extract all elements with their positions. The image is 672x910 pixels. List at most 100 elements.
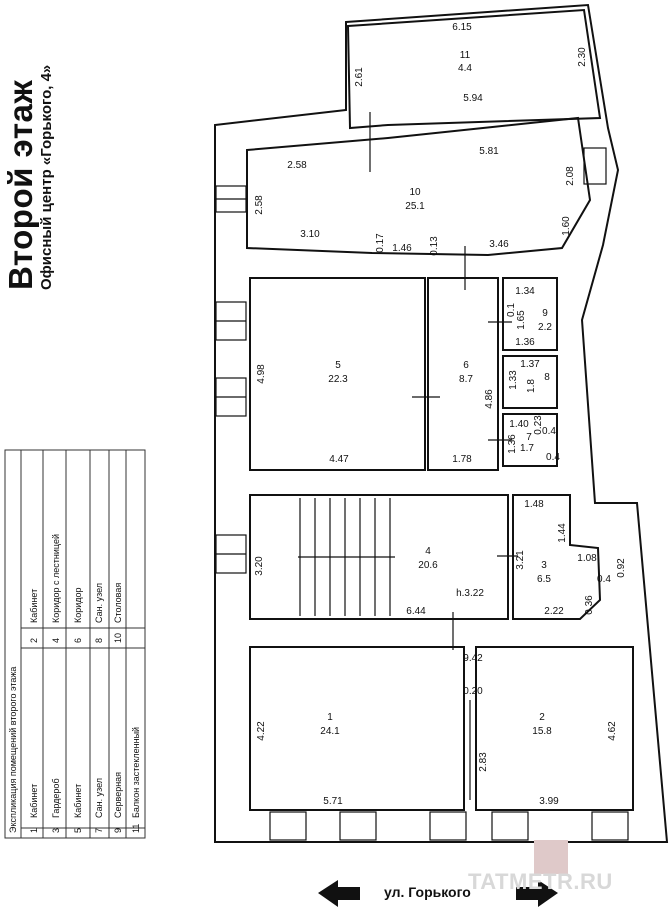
room-2-num: 2 <box>539 712 545 723</box>
room-10-outline <box>246 116 592 257</box>
ceiling-height: h.3.22 <box>456 588 484 599</box>
legend-cell: Столовая <box>113 583 123 623</box>
dim: 0.23 <box>533 415 544 435</box>
dim: 4.62 <box>607 721 618 741</box>
dim: 3.21 <box>515 550 526 570</box>
room-5-area: 22.3 <box>328 374 348 385</box>
room-6-outline <box>427 277 499 471</box>
room-2-outline <box>475 646 634 811</box>
room-4-num: 4 <box>425 546 431 557</box>
legend-cell: Сан. узел <box>94 778 104 818</box>
dim: 1.37 <box>520 359 540 370</box>
room-9-outline <box>502 277 558 351</box>
legend-cell: 7 <box>94 828 104 833</box>
dim: 5.94 <box>463 93 483 104</box>
dim: 0.1 <box>506 303 517 317</box>
dim: 3.46 <box>489 239 509 250</box>
dim: 0.17 <box>375 233 386 253</box>
legend-table: Экспликация помещений второго этажа 1 Ка… <box>4 449 146 839</box>
dim: 1.44 <box>557 523 568 543</box>
legend-cell: 5 <box>73 828 83 833</box>
dim: 1.65 <box>516 310 527 330</box>
building-outline <box>214 3 669 843</box>
room-8-num: 8 <box>544 372 550 383</box>
legend-cell: Кабинет <box>73 784 83 818</box>
dim: 5.71 <box>323 796 343 807</box>
room-6-num: 6 <box>463 360 469 371</box>
dim: 2.08 <box>565 166 576 186</box>
dim: 6.15 <box>452 22 472 33</box>
room-11-outline <box>346 8 602 130</box>
dim: 0.36 <box>584 595 595 615</box>
legend-cell: 11 <box>131 824 141 833</box>
watermark: TATMETR.RU <box>468 869 613 894</box>
legend-cell: 2 <box>29 638 39 643</box>
dim: 1.78 <box>452 454 472 465</box>
dim: 1.60 <box>561 216 572 236</box>
dim: 2.30 <box>577 47 588 67</box>
room-6-area: 8.7 <box>459 374 473 385</box>
east-arrow <box>516 880 558 907</box>
room-4-outline <box>249 494 509 620</box>
legend-cell: 6 <box>73 638 83 643</box>
legend-cell: 3 <box>51 828 61 833</box>
dim: 9.42 <box>463 653 483 664</box>
dim: 0.92 <box>616 558 627 578</box>
dim: 3.20 <box>254 556 265 576</box>
dim: 6.44 <box>406 606 426 617</box>
legend-cell: 4 <box>51 638 61 643</box>
dim: 5.81 <box>479 146 499 157</box>
room-1-area: 24.1 <box>320 726 340 737</box>
dim: 1.36 <box>507 434 518 454</box>
room-9-num: 9 <box>542 308 548 319</box>
dim: 1.48 <box>524 499 544 510</box>
page-title: Второй этаж <box>2 79 39 290</box>
legend-cell: Коридор с лестницей <box>51 534 61 623</box>
dim: 0.4 <box>542 426 556 437</box>
room-10-num: 10 <box>409 187 421 198</box>
legend-cell: Серверная <box>113 772 123 818</box>
legend-cell: 1 <box>29 828 39 833</box>
dim: 4.47 <box>329 454 349 465</box>
room-11-num: 11 <box>460 50 471 61</box>
room-1-num: 1 <box>327 712 333 723</box>
room-1-outline <box>249 646 465 811</box>
room-10-area: 25.1 <box>405 201 425 212</box>
dim: 0.13 <box>429 236 440 256</box>
dim: 0.4 <box>546 452 560 463</box>
dim: 1.8 <box>526 379 537 393</box>
dim: 0.4 <box>597 574 611 585</box>
dim: 1.46 <box>392 243 412 254</box>
dim: 2.22 <box>544 606 564 617</box>
room-2-area: 15.8 <box>532 726 552 737</box>
dim: 4.98 <box>256 364 267 384</box>
watermark-logo <box>534 840 568 874</box>
room-4-area: 20.6 <box>418 560 438 571</box>
dim: 1.08 <box>577 553 597 564</box>
dim: 1.34 <box>515 286 535 297</box>
room-3-area: 6.5 <box>537 574 551 585</box>
room-7-num: 7 <box>526 432 532 443</box>
legend-cell: 10 <box>113 633 123 643</box>
left-windows <box>215 185 247 574</box>
dim: 3.10 <box>300 229 320 240</box>
legend-header: Экспликация помещений второго этажа <box>8 667 18 833</box>
staircase <box>298 498 395 616</box>
legend-cell: Кабинет <box>29 784 39 818</box>
bottom-windows <box>269 811 629 841</box>
dim: 4.86 <box>484 389 495 409</box>
legend-cell: Балкон застекленный <box>131 727 141 818</box>
dim: 4.22 <box>256 721 267 741</box>
west-arrow <box>318 880 360 907</box>
legend-cell: Гардероб <box>51 778 61 818</box>
room-3-outline <box>512 494 602 620</box>
room-9-area: 2.2 <box>538 322 552 333</box>
dim: 1.40 <box>509 419 529 430</box>
legend-cell: Кабинет <box>29 589 39 623</box>
dim: 2.58 <box>287 160 307 171</box>
dim: 1.36 <box>515 337 535 348</box>
dim: 3.99 <box>539 796 559 807</box>
legend-cell: 8 <box>94 638 104 643</box>
dim: 2.83 <box>478 752 489 772</box>
